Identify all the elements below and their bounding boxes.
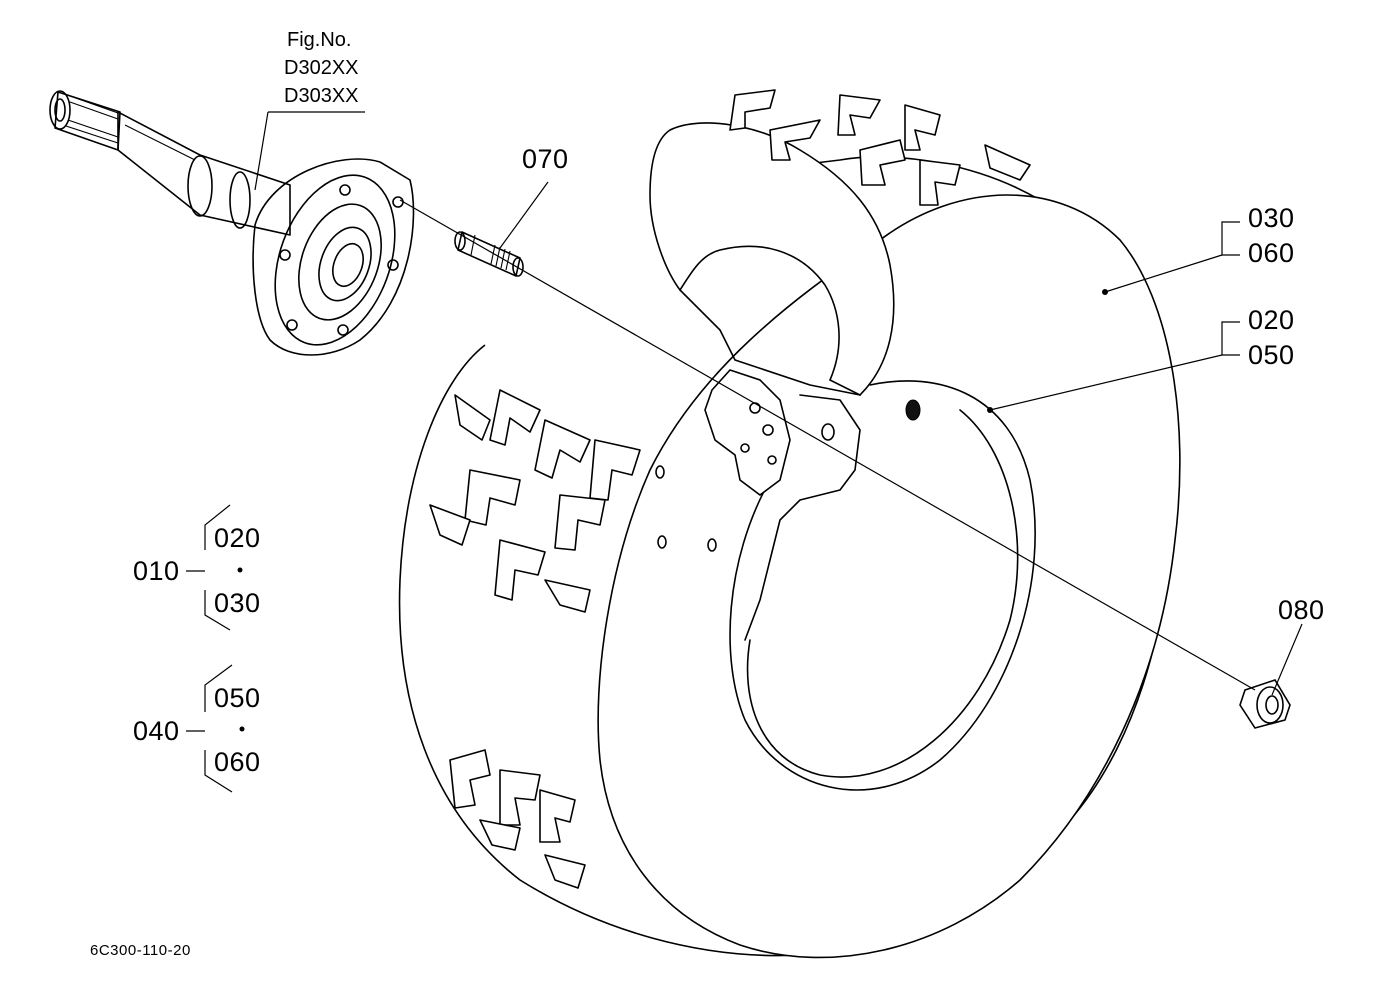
fig-number-2: D303XX bbox=[284, 85, 359, 107]
assembly-child-1b: 030 bbox=[214, 588, 261, 618]
assembly-parent-2: 040 bbox=[133, 716, 180, 746]
callout-tire-a: 030 bbox=[1248, 203, 1295, 233]
assembly-child-2b: 060 bbox=[214, 747, 261, 777]
assembly-parent-1: 010 bbox=[133, 556, 180, 586]
callout-rim-b: 050 bbox=[1248, 340, 1295, 370]
leader-lines bbox=[186, 111, 1303, 793]
wheel-stud bbox=[454, 231, 524, 277]
callout-stud: 070 bbox=[522, 144, 569, 174]
drawing-code: 6C300-110-20 bbox=[90, 942, 191, 959]
fig-number-1: D302XX bbox=[284, 57, 359, 79]
assembly-child-1a: 020 bbox=[214, 523, 261, 553]
axle-flange bbox=[252, 158, 415, 356]
wheel-nut bbox=[1239, 679, 1291, 729]
callout-rim-a: 020 bbox=[1248, 305, 1295, 335]
axle-shaft bbox=[49, 90, 291, 236]
fig-no-label: Fig.No. bbox=[287, 29, 352, 51]
assembly-child-2a: 050 bbox=[214, 683, 261, 713]
callout-tire-b: 060 bbox=[1248, 238, 1295, 268]
callout-nut: 080 bbox=[1278, 595, 1325, 625]
tire bbox=[398, 89, 1181, 959]
wheel-rim bbox=[704, 369, 1019, 778]
